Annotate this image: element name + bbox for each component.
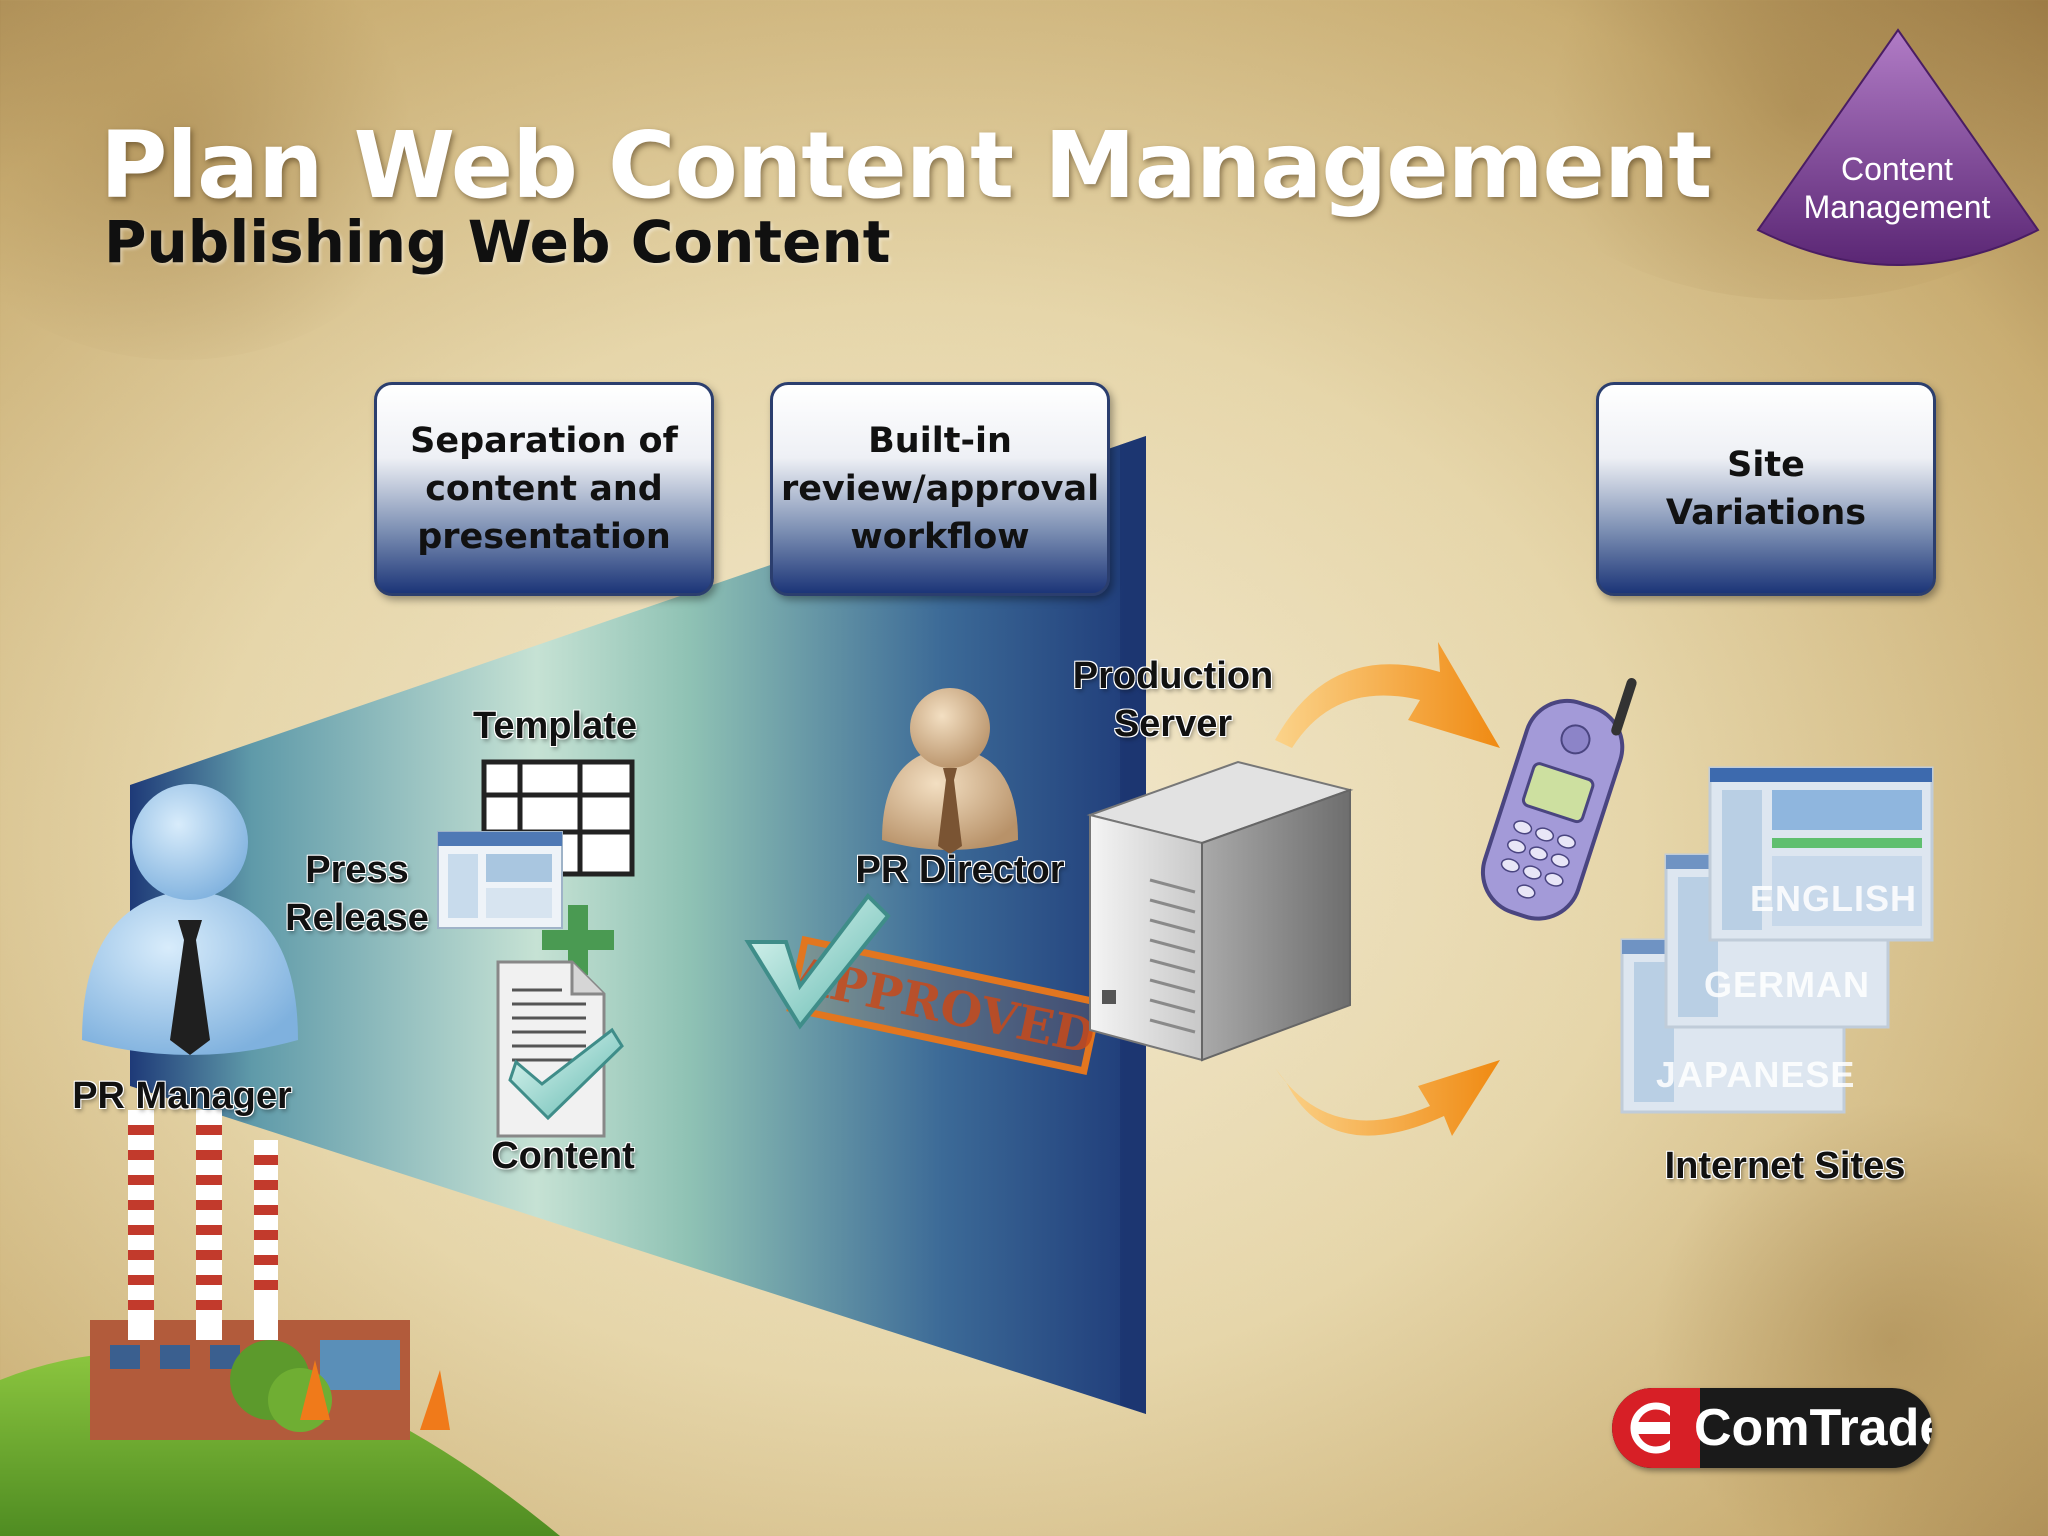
pr-manager-figure bbox=[82, 784, 298, 1055]
site-english bbox=[1708, 766, 1934, 942]
logo-text: ComTrade bbox=[1694, 1399, 1932, 1457]
feature-site-variations-box: Site Variations bbox=[1596, 382, 1936, 596]
feature-separation-box: Separation of content and presentation bbox=[374, 382, 714, 596]
content-label: Content bbox=[491, 1135, 635, 1177]
production-server-icon bbox=[1086, 760, 1354, 1062]
site-variations-stack bbox=[1620, 766, 1934, 1114]
arrow-to-sites-icon bbox=[1275, 1060, 1500, 1136]
site-english-label: ENGLISH bbox=[1750, 878, 1918, 919]
feature-workflow-box: Built-in review/approval workflow bbox=[770, 382, 1110, 596]
feature-workflow-label: Built-in review/approval workflow bbox=[780, 421, 1100, 557]
slide-subtitle: Publishing Web Content bbox=[104, 208, 891, 276]
press-release-screenshot bbox=[437, 831, 563, 929]
press-release-label: Press Release bbox=[285, 849, 429, 939]
pr-manager-label: PR Manager bbox=[72, 1075, 292, 1117]
factory-illustration bbox=[0, 1110, 560, 1536]
pr-director-figure bbox=[882, 688, 1018, 854]
feature-separation-label: Separation of content and presentation bbox=[410, 421, 678, 557]
mobile-phone-icon bbox=[1480, 677, 1637, 921]
plus-icon bbox=[542, 905, 614, 975]
badge-label: Content Management bbox=[1803, 151, 1991, 225]
site-japanese-label: JAPANESE bbox=[1656, 1054, 1856, 1095]
arrow-to-mobile-icon bbox=[1275, 642, 1500, 748]
logo-mark-icon bbox=[1612, 1388, 1700, 1468]
workflow-funnel bbox=[130, 436, 1146, 1414]
template-label: Template bbox=[472, 705, 637, 747]
content-management-badge bbox=[1756, 28, 2040, 266]
site-german-label: GERMAN bbox=[1704, 964, 1870, 1005]
content-check-icon bbox=[508, 1027, 624, 1121]
comtrade-logo: ComTrade bbox=[1612, 1388, 1932, 1468]
pr-director-label: PR Director bbox=[855, 849, 1065, 891]
approval-check-icon bbox=[744, 892, 891, 1030]
slide-title: Plan Web Content Management bbox=[100, 112, 1712, 219]
production-server-label: Production Server bbox=[1072, 655, 1274, 745]
internet-sites-label: Internet Sites bbox=[1664, 1145, 1906, 1187]
feature-site-variations-label: Site Variations bbox=[1665, 445, 1867, 533]
